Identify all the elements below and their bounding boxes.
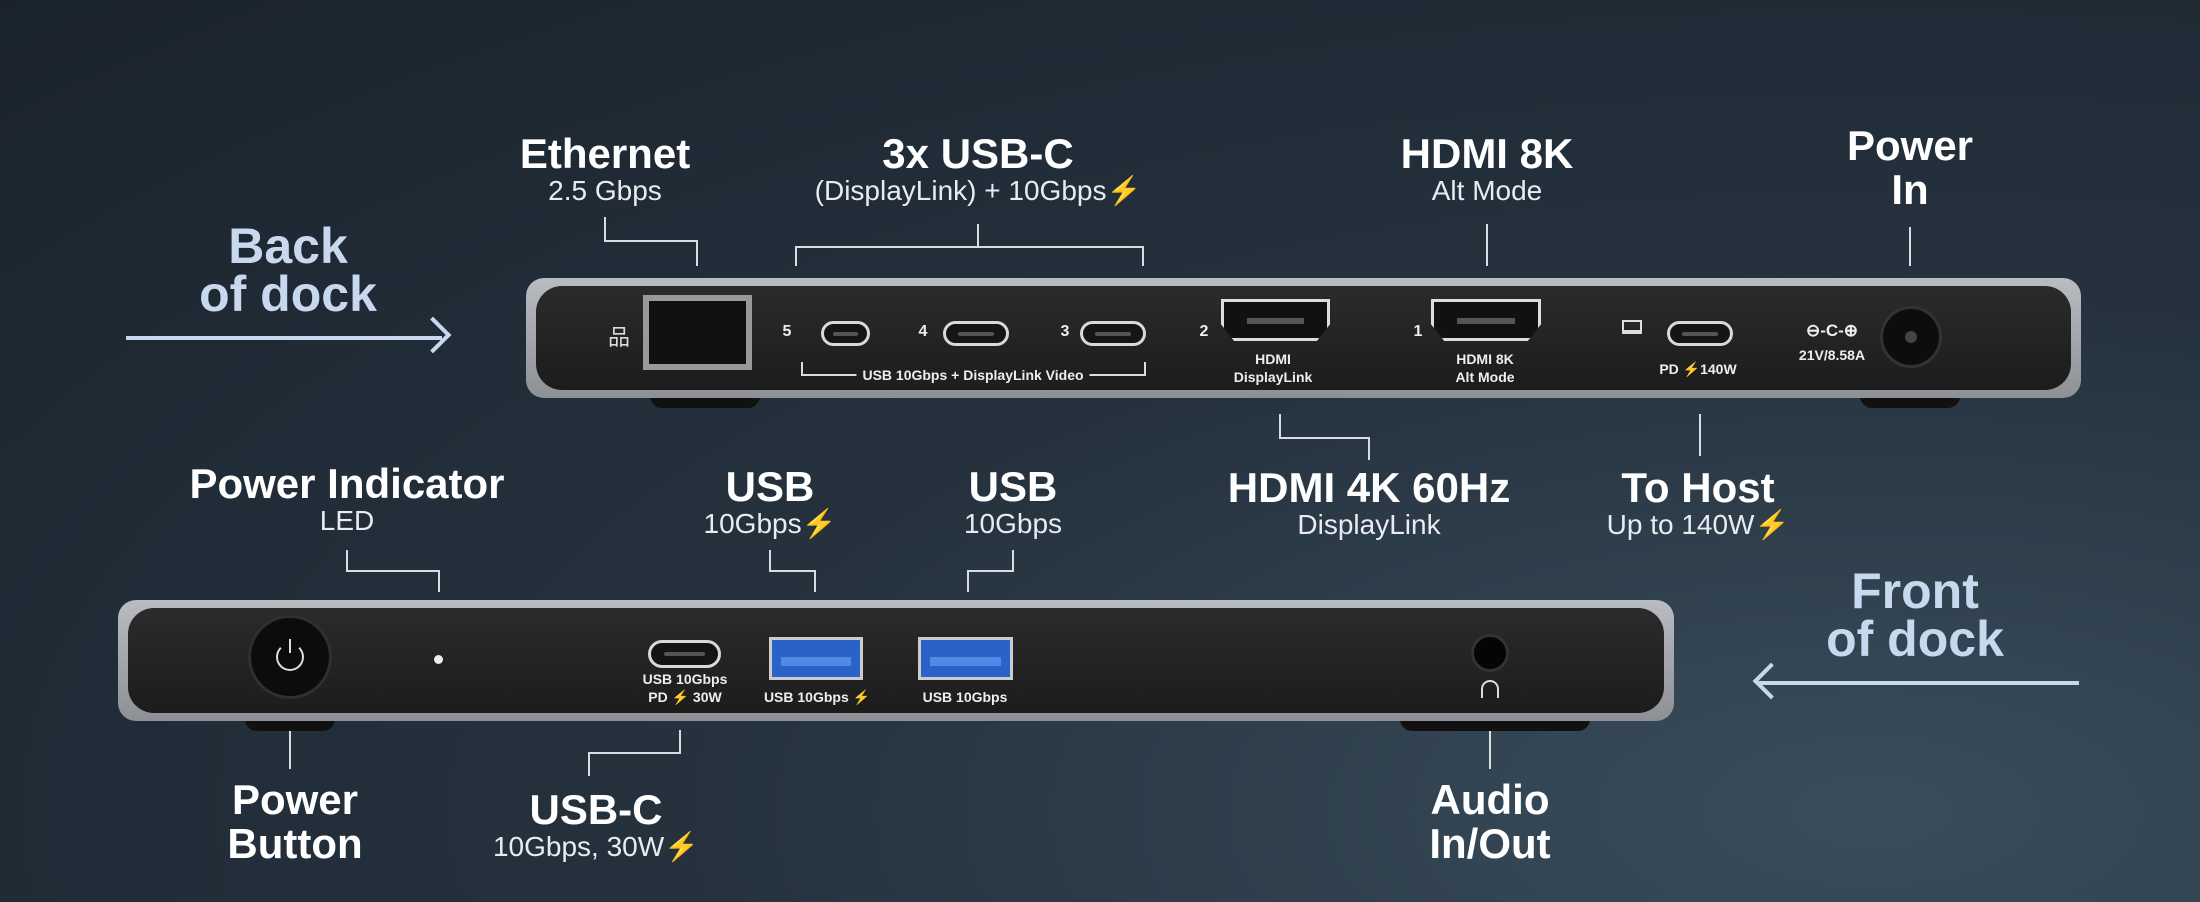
usb-c-port-4[interactable] xyxy=(943,321,1009,346)
usb-c-host-port[interactable] xyxy=(1667,321,1733,346)
power-in-jack[interactable] xyxy=(1880,306,1942,368)
dc-polarity-icon: ⊖-C-⊕ xyxy=(1805,321,1859,340)
port-number-1: 1 xyxy=(1413,323,1423,340)
dock-foot xyxy=(650,396,760,408)
port-number-4: 4 xyxy=(918,323,928,340)
network-icon: 品 xyxy=(608,325,631,350)
port-number-3: 3 xyxy=(1060,323,1070,340)
arrow-right-icon xyxy=(414,316,452,354)
port-number-2: 2 xyxy=(1199,323,1209,340)
headset-icon xyxy=(1481,680,1499,698)
callout-usbc-back: 3x USB-C(DisplayLink) + 10Gbps⚡ xyxy=(814,130,1142,206)
laptop-icon xyxy=(1622,320,1642,334)
dock-foot xyxy=(1400,719,1590,731)
usb-a-port-1[interactable] xyxy=(769,637,863,680)
usb-c-front-port[interactable] xyxy=(648,640,721,668)
port-number-5: 5 xyxy=(782,323,792,340)
usb-a-2-label: USB 10Gbps xyxy=(922,689,1008,705)
usb-a-1-label: USB 10Gbps ⚡ xyxy=(763,689,871,705)
audio-jack[interactable] xyxy=(1471,634,1509,672)
back-arrow xyxy=(126,336,442,340)
usb-group-label: USB 10Gbps + DisplayLink Video xyxy=(856,366,1090,384)
usb-c-port-5[interactable] xyxy=(821,321,870,346)
hdmi-port-2[interactable] xyxy=(1221,299,1330,341)
dock-foot xyxy=(1860,396,1960,408)
dock-front-panel xyxy=(118,600,1674,721)
power-button[interactable] xyxy=(248,615,332,699)
voltage-label: 21V/8.58A xyxy=(1798,347,1866,363)
pd-label: PD ⚡140W xyxy=(1659,361,1737,377)
power-indicator-led xyxy=(434,655,443,664)
front-arrow xyxy=(1758,681,2079,685)
usb-a-port-2[interactable] xyxy=(918,637,1013,680)
dock-foot xyxy=(245,719,335,731)
hdmi-port-1[interactable] xyxy=(1431,299,1541,341)
power-icon xyxy=(276,639,304,671)
arrow-left-icon xyxy=(1752,662,1790,700)
usb-c-port-3[interactable] xyxy=(1080,321,1146,346)
ethernet-port[interactable] xyxy=(643,295,752,370)
